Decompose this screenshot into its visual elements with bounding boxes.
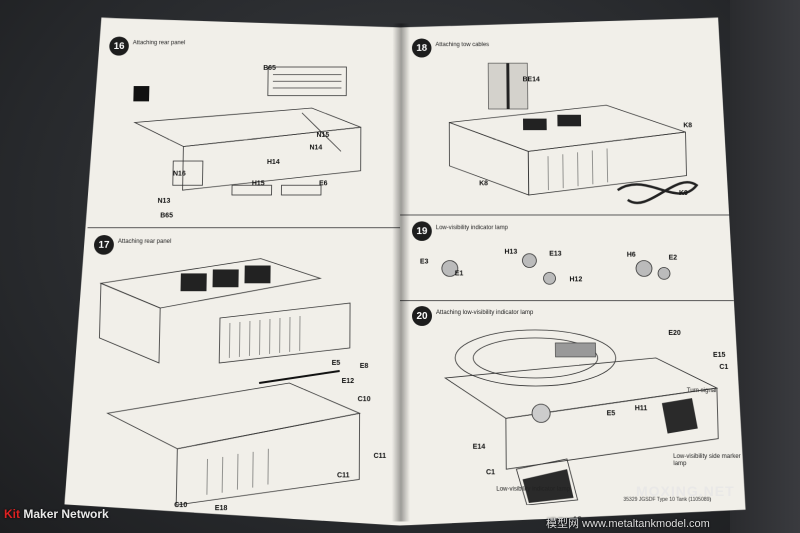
part-label: E2: [668, 254, 678, 262]
step-19-drawing: [420, 239, 720, 298]
part-label: E18: [214, 505, 228, 513]
part-label: E3: [419, 258, 429, 266]
part-label: B65: [160, 212, 174, 220]
part-label: B65: [263, 65, 276, 72]
booklet-gutter: [391, 23, 410, 522]
indicator-label: Low-visibility indicator lamp: [496, 486, 571, 493]
part-label: H15: [251, 180, 265, 188]
moxing-watermark: MOXING.NET: [636, 483, 735, 499]
step-divider: [400, 300, 740, 301]
page-number-left: 12: [242, 515, 252, 525]
step-badge-17: 17: [94, 235, 114, 255]
step-badge-16: 16: [109, 37, 129, 56]
part-label: C10: [357, 396, 371, 404]
instruction-booklet: 16 Attaching rear panel: [64, 18, 756, 526]
part-label: E1: [454, 270, 464, 278]
part-label: N15: [316, 132, 330, 139]
part-label: N13: [157, 197, 171, 205]
part-label: E14: [472, 443, 486, 451]
part-label: H6: [626, 251, 636, 259]
part-label: K9: [678, 190, 688, 197]
step-16-text: Attaching rear panel: [132, 40, 186, 47]
step-19-text: Low-visibility indicator lamp: [435, 225, 508, 232]
part-label: C11: [373, 452, 387, 460]
step-divider: [400, 214, 737, 215]
step-17-text: Attaching rear panel: [117, 238, 172, 245]
part-label: BE14: [522, 76, 540, 84]
watermark-text: Maker Network: [23, 507, 109, 521]
part-label: N14: [309, 144, 323, 152]
part-label: E20: [668, 329, 681, 337]
part-label: N16: [172, 170, 186, 178]
part-label: E5: [331, 359, 341, 367]
step-20-text: Attaching low-visibility indicator lamp: [435, 310, 534, 317]
step-17-drawing: [85, 254, 391, 510]
part-label: H13: [504, 248, 518, 256]
side-marker-label: Low-visibility side marker lamp: [673, 453, 741, 468]
part-label: K8: [479, 180, 489, 188]
url-watermark: 模型网 www.metaltankmodel.com: [546, 518, 710, 530]
right-page: 18 Attaching tow cables: [400, 18, 746, 526]
step-18-drawing: [420, 56, 718, 220]
part-label: H12: [569, 276, 583, 284]
left-page: 16 Attaching rear panel: [64, 18, 400, 526]
part-label: C1: [719, 363, 729, 371]
part-label: E12: [341, 377, 355, 386]
part-label: E15: [712, 351, 726, 359]
part-label: H11: [634, 405, 648, 413]
part-label: E6: [319, 180, 328, 188]
turn-signal-label: Turn signal: [686, 388, 717, 395]
part-label: C1: [485, 469, 496, 477]
step-18-text: Attaching tow cables: [435, 42, 490, 49]
part-label: E5: [606, 410, 616, 418]
part-label: E13: [549, 250, 562, 258]
part-label: K8: [683, 122, 693, 130]
part-label: C10: [174, 501, 188, 510]
kitmaker-watermark: Kit Maker Network: [4, 507, 109, 521]
part-label: H14: [266, 159, 280, 166]
step-16-drawing: [112, 56, 390, 225]
step-divider: [88, 227, 401, 228]
part-label: E8: [359, 362, 369, 370]
part-label: C11: [336, 472, 350, 480]
step-20-drawing: [425, 318, 730, 505]
watermark-brand: Kit: [4, 507, 20, 521]
